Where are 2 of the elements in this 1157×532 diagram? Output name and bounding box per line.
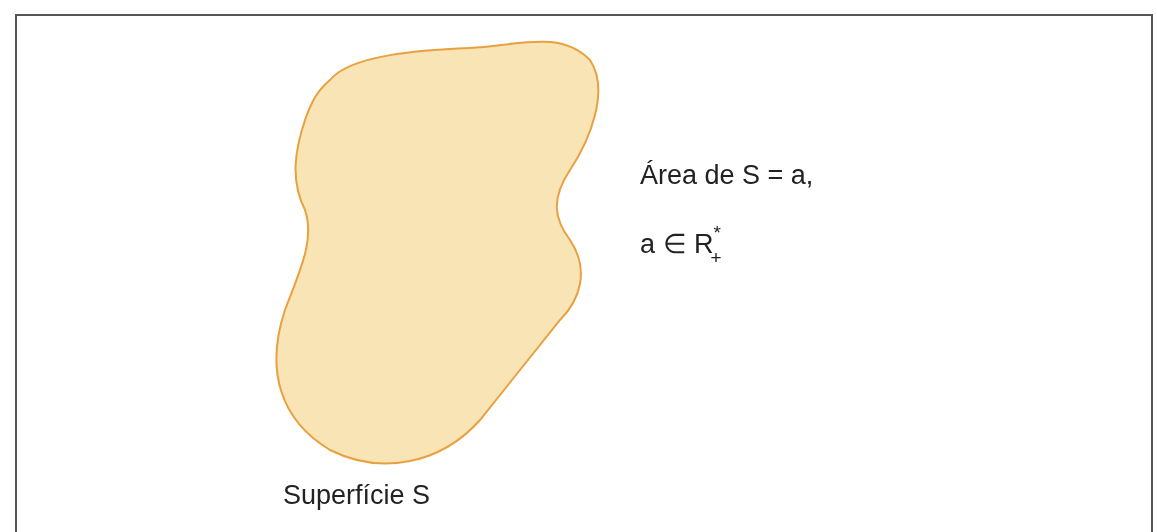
formula-text: Área de S = a, (640, 160, 814, 191)
shape-caption: Superfície S (283, 480, 431, 511)
